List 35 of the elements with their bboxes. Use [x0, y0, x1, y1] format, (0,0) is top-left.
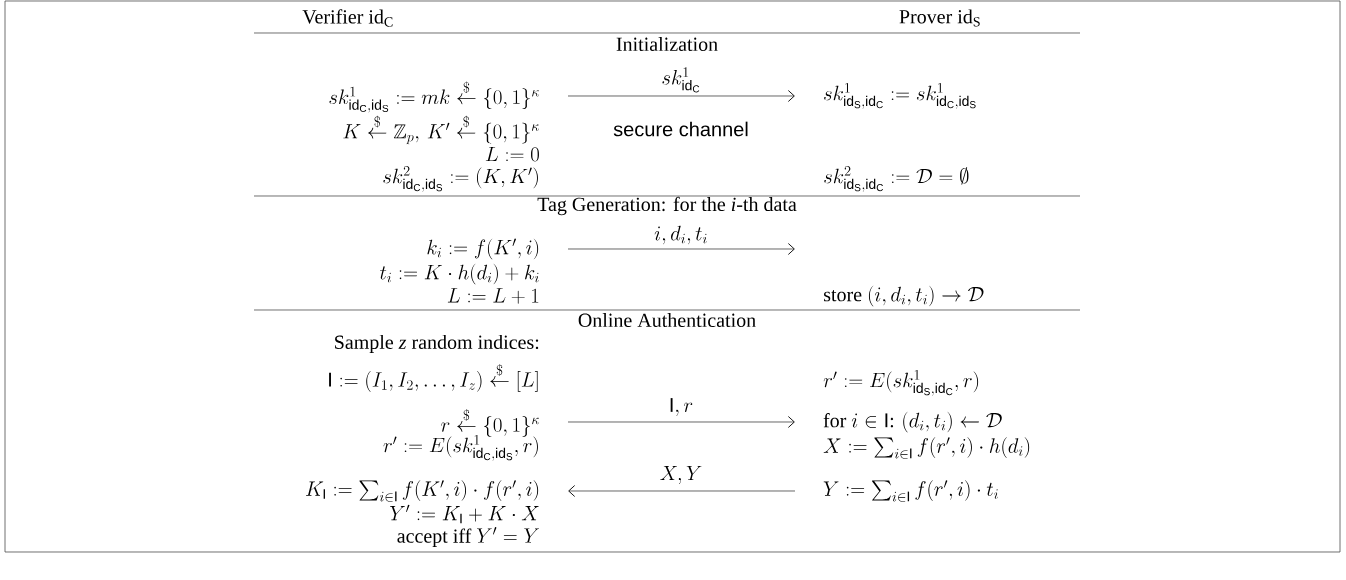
- arrow: [568, 485, 796, 497]
- arrow: [567, 416, 795, 428]
- statement: $K_{\mathsf{I}} := \sum_{i\in\mathsf{I}} f(K',i)\cdot f(r',i)$: [306, 480, 539, 502]
- statement: $\text{accept iff } Y' = Y$: [397, 527, 539, 547]
- edge-label: $sk^{1}_{\mathsf{id}_\mathsf{C}}$: [660, 66, 702, 94]
- statement: $L := L+1$: [447, 288, 539, 304]
- statement: $L := 0$: [485, 146, 539, 162]
- statement: $r' := E(sk^{1}_{\mathsf{id}_\mathsf{S},\mathsf{id}_\mathsf{C}}, r)$: [823, 370, 979, 396]
- edge-label: $i, d_i, t_i$: [653, 224, 709, 246]
- edge-label: $\mathsf{I}, r$: [667, 397, 695, 417]
- phase-heading: Initialization: [616, 36, 718, 52]
- statement: $Y' := K_{\mathsf{I}} + K\cdot X$: [390, 504, 539, 524]
- statement: $sk^{2}_{\mathsf{id}_\mathsf{S},\mathsf{id}_\mathsf{C}} := \mathcal{D} = \emptyset$: [824, 166, 969, 192]
- statement: $K \overset{\$}{\leftarrow} \mathbb{Z}_p,\, K' \overset{\$}{\leftarrow} \{0,1\}^{\kappa}$: [343, 115, 539, 145]
- statement: $t_i := K\cdot h(d_i) + k_i$: [380, 263, 539, 285]
- phase-heading: Tag Generation: for the i-th data: [537, 196, 797, 216]
- statement: $r' := E(sk^{1}_{\mathsf{id}_\mathsf{C},\mathsf{id}_\mathsf{S}}, r)$: [383, 435, 538, 461]
- statement: $k_i := f(K',i)$: [427, 238, 539, 260]
- channel-note: secure channel: [613, 121, 748, 137]
- statement: Sample z random indices:: [335, 334, 539, 354]
- party-heading: Prover id$_{S}$: [899, 9, 980, 27]
- statement: $sk^{2}_{\mathsf{id}_\mathsf{C},\mathsf{id}_\mathsf{S}} := (K,K')$: [383, 166, 538, 192]
- statement: $\text{store } (i,d_i,t_i) \rightarrow \mathcal{D}$: [824, 285, 984, 307]
- arrow: [567, 243, 795, 255]
- statement: $sk^{1}_{\mathsf{id}_\mathsf{C},\mathsf{id}_\mathsf{S}} := mk \overset{\$}{\leftarrow} \{0,1\}^{\kappa}$: [329, 81, 540, 113]
- statement: $Y := \sum_{i\in\mathsf{I}} f(r',i)\cdot t_i$: [823, 480, 998, 502]
- edge-label: $X, Y$: [658, 464, 704, 486]
- statement: $\mathsf{I} := (I_1,I_2,\ldots,I_z) \overset{\$}{\leftarrow} [L]$: [329, 364, 538, 392]
- statement: $X := \sum_{i\in\mathsf{I}} f(r',i)\cdot h(d_i)$: [823, 437, 1030, 459]
- statement: $\text{for } i \in \mathsf{I}\text{: } (d_i,t_i) \leftarrow \mathcal{D}$: [823, 411, 1002, 433]
- statement: $r \overset{\$}{\leftarrow} \{0,1\}^{\kappa}$: [441, 409, 540, 437]
- phase-heading: Online Authentication: [578, 312, 756, 327]
- statement: $sk^{1}_{\mathsf{id}_\mathsf{S},\mathsf{id}_\mathsf{C}} := sk^{1}_{\mathsf{id}_\mathsf{C},\mathsf{id}_\mathsf{S}}$: [824, 83, 976, 109]
- arrow: [567, 90, 795, 102]
- party-heading: Verifier id$_{C}$: [302, 9, 393, 27]
